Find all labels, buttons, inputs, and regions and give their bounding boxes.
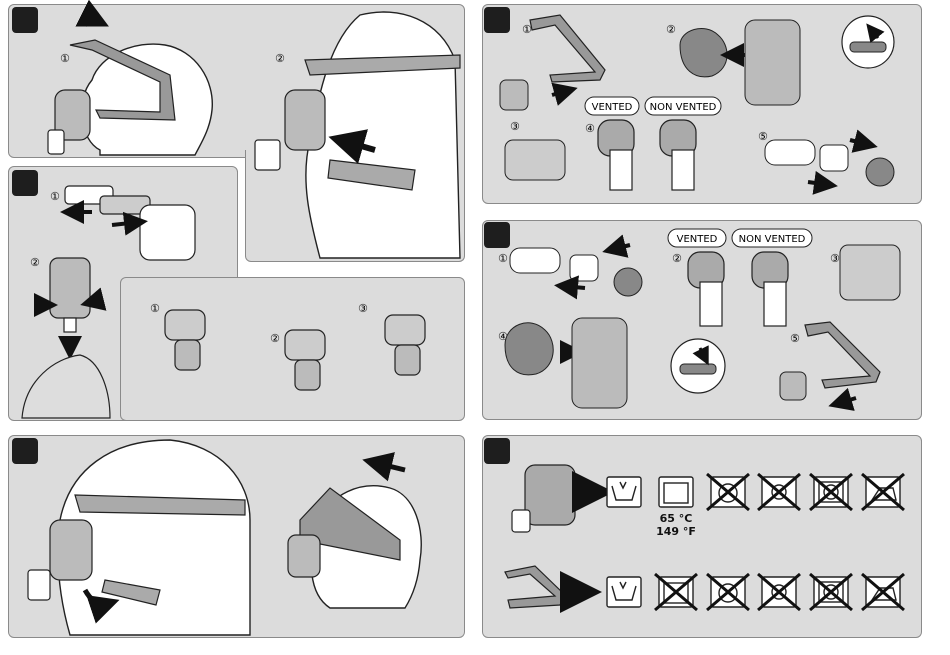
no-washing-machine-icon (707, 474, 749, 510)
temperature-celsius: 65 °C (650, 512, 702, 525)
no-iron-icon (862, 574, 904, 610)
temperature-label: 65 °C 149 °F (650, 512, 702, 538)
no-dishwasher-icon (655, 574, 697, 610)
no-washing-machine-icon (707, 574, 749, 610)
no-sunlight-icon (758, 474, 800, 510)
no-tumble-dry-icon (810, 574, 852, 610)
hand-wash-icon (607, 477, 641, 507)
no-tumble-dry-icon (810, 474, 852, 510)
dishwasher-65c-icon (659, 477, 693, 507)
hand-wash-icon (607, 577, 641, 607)
no-iron-icon (862, 474, 904, 510)
no-sunlight-icon (758, 574, 800, 610)
temperature-fahrenheit: 149 °F (650, 525, 702, 538)
